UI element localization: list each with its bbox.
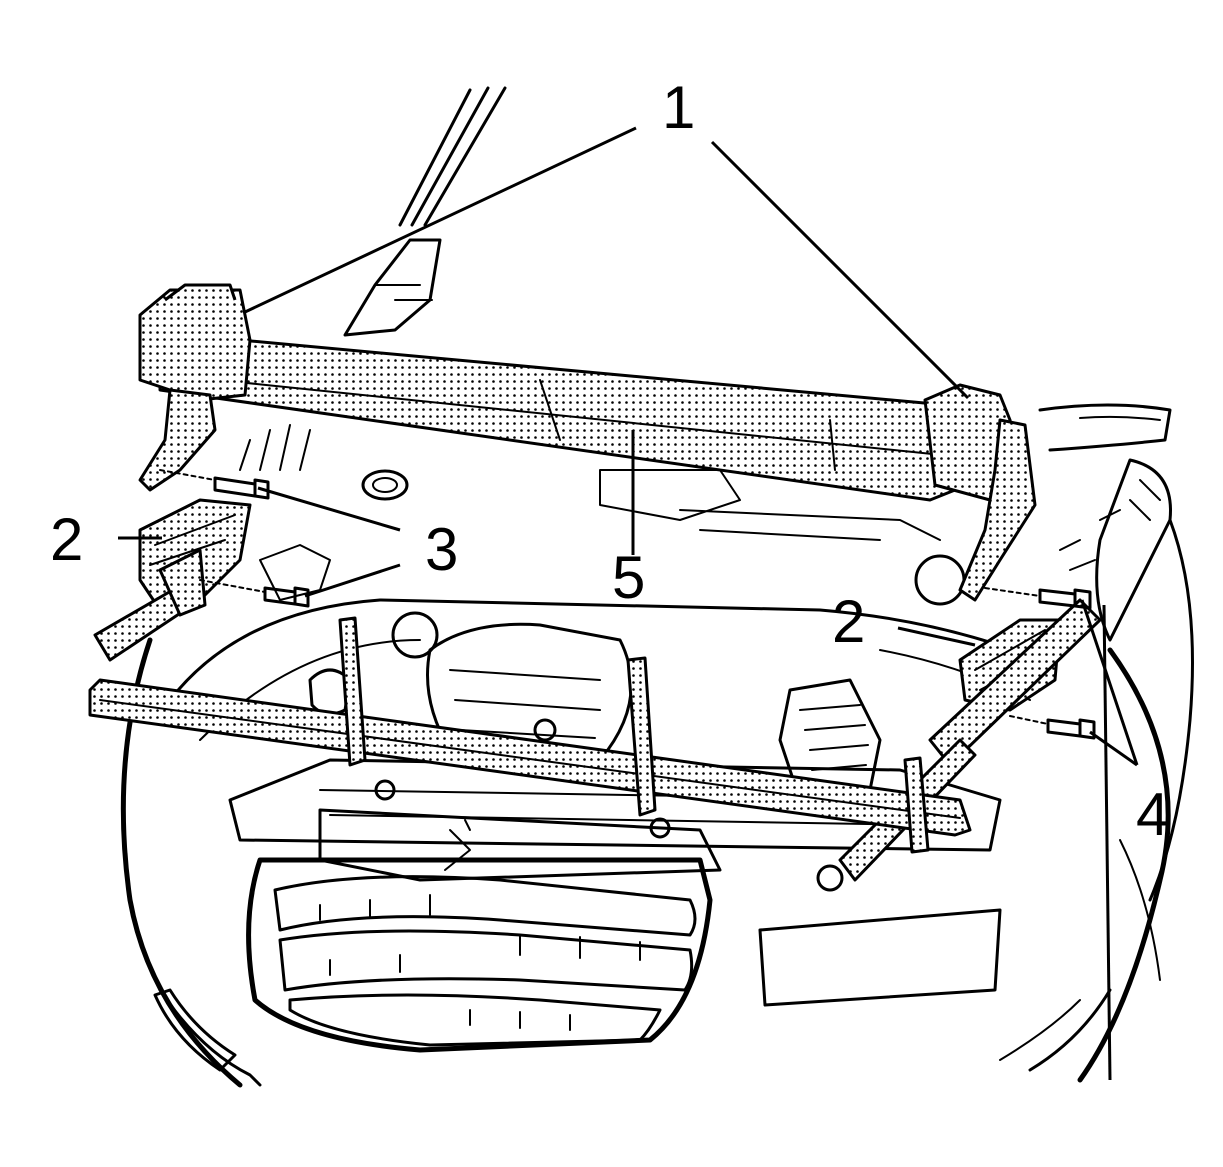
leader-2-right [897,626,976,647]
callout-3: 3 [425,516,458,583]
leader-3-upper [257,486,401,532]
vehicle-body [120,86,1194,1088]
left-strut-tower [361,469,409,501]
callout-labels: 1 2 3 5 2 4 [50,74,1169,848]
upper-grille-bar [273,875,697,937]
bolts [159,469,1096,740]
left-upper-bracket [138,288,252,402]
right-lower-panel [758,908,1002,1007]
bolt-3-upper [159,469,270,500]
windshield-corner [343,238,442,337]
lower-grille-bar [288,993,662,1047]
right-post [903,756,930,854]
right-strut-tower [914,554,966,606]
callout-4: 4 [1136,781,1169,848]
lower-bumper-lines [158,988,1112,1087]
grille-surround [246,857,713,1053]
center-post [626,656,657,817]
left-reservoir [391,611,439,659]
leader-4-lower [1089,730,1138,767]
callout-2-left: 2 [50,506,83,573]
leader-lines [118,126,1139,1081]
right-upper-leg [958,418,1037,602]
callout-2-right: 2 [832,588,865,655]
middle-grille-bar [278,929,694,992]
bolt-4-upper [984,587,1092,610]
hood-latch-panel [318,808,722,882]
callout-1: 1 [662,74,695,141]
callout-5: 5 [612,544,645,611]
bolt-4-lower [1009,715,1096,740]
engine-bay-details [259,469,941,601]
left-upper-leg [138,388,217,492]
leader-1-left [244,126,637,314]
right-headlamp [1095,458,1172,642]
front-lower-crossbar [88,678,972,837]
left-fog-lamp [153,988,237,1072]
right-fender-top [1038,403,1172,452]
alignment-fixture [88,283,1102,892]
upper-crossbar [158,338,1007,502]
bolt-3-lower [199,579,310,608]
left-post [338,616,367,767]
radiator-support [228,758,1002,852]
right-fender-body-line [1148,518,1194,902]
leader-3-lower [304,563,401,598]
leader-4-stem [1102,604,1112,1081]
a-pillar-lines [398,86,507,227]
oil-cap [533,718,557,742]
leader-1-right [710,140,970,400]
leader-4-upper [1080,599,1139,766]
hood-opening [168,598,1042,702]
